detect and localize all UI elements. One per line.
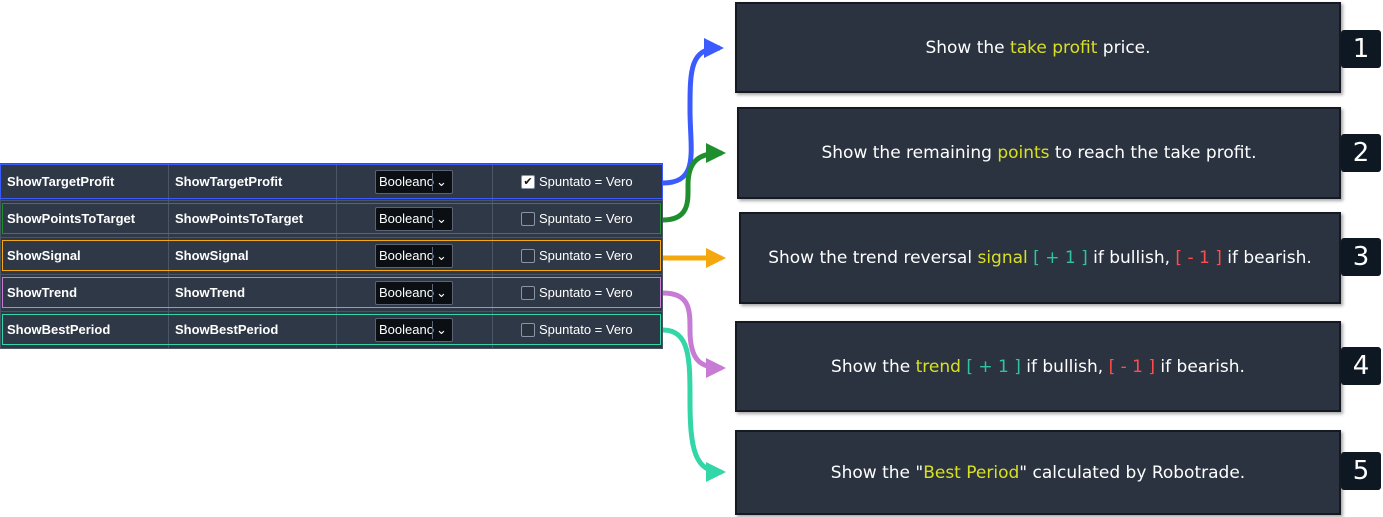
- highlighted-term: [ - 1 ]: [1175, 248, 1222, 268]
- row-divider: [0, 200, 663, 201]
- highlighted-term: [ + 1 ]: [966, 356, 1021, 377]
- type-select-value: Booleano: [379, 211, 434, 226]
- arrow-4: [662, 290, 726, 378]
- checkbox-label: Spuntato = Vero: [539, 285, 633, 300]
- description-text: Show the remaining points to reach the t…: [821, 143, 1256, 163]
- description-fragment: Show the remaining: [821, 143, 998, 163]
- table-row: ShowPointsToTarget ShowPointsToTarget: [0, 200, 663, 237]
- param-label: ShowBestPeriod: [175, 322, 279, 337]
- param-label: ShowTargetProfit: [175, 174, 283, 189]
- description-box: Show the remaining points to reach the t…: [737, 107, 1341, 199]
- type-select-value: Booleano: [379, 174, 434, 189]
- table-row: ShowSignal ShowSignal: [0, 237, 663, 274]
- description-fragment: price.: [1097, 37, 1151, 58]
- type-select-value: Booleano: [379, 248, 434, 263]
- highlighted-term: [ + 1 ]: [1033, 248, 1088, 268]
- value-checkbox[interactable]: ✔: [521, 175, 535, 189]
- type-select[interactable]: Booleano⌄: [375, 281, 453, 305]
- description-text: Show the trend reversal signal [ + 1 ] i…: [768, 248, 1312, 268]
- table-row: ShowBestPeriod ShowBestPeriod: [0, 311, 663, 348]
- checkbox-label: Spuntato = Vero: [539, 211, 633, 226]
- param-name: ShowPointsToTarget: [7, 211, 136, 226]
- type-select[interactable]: Booleano⌄: [375, 318, 453, 342]
- parameter-table: [0, 163, 663, 349]
- row-divider: [0, 274, 663, 275]
- highlighted-term: points: [997, 143, 1050, 163]
- param-name: ShowSignal: [7, 248, 81, 263]
- param-name: ShowTrend: [7, 285, 78, 300]
- description-fragment: if bullish,: [1087, 248, 1176, 268]
- arrow-2: [662, 143, 726, 223]
- step-number-badge: 1: [1341, 30, 1381, 68]
- step-number-badge: 3: [1341, 238, 1381, 276]
- arrow-5: [662, 327, 726, 482]
- chevron-down-icon[interactable]: ⌄: [432, 321, 450, 339]
- type-select[interactable]: Booleano⌄: [375, 207, 453, 231]
- type-select[interactable]: Booleano⌄: [375, 244, 453, 268]
- row-divider: [0, 237, 663, 238]
- type-select[interactable]: Booleano⌄: [375, 170, 453, 194]
- step-number-badge: 2: [1341, 134, 1381, 172]
- chevron-down-icon[interactable]: ⌄: [432, 210, 450, 228]
- description-box: Show the take profit price.: [735, 2, 1341, 93]
- row-divider: [0, 311, 663, 312]
- column-divider: [336, 163, 337, 349]
- param-label: ShowPointsToTarget: [175, 211, 304, 226]
- description-fragment: Show the ": [830, 462, 924, 483]
- description-text: Show the "Best Period" calculated by Rob…: [831, 463, 1245, 483]
- highlighted-term: trend: [915, 356, 961, 377]
- value-checkbox[interactable]: [521, 286, 535, 300]
- description-fragment: Show the trend reversal: [768, 248, 978, 268]
- param-label: ShowTrend: [175, 285, 246, 300]
- type-select-value: Booleano: [379, 322, 434, 337]
- step-number-badge: 4: [1341, 347, 1381, 385]
- highlighted-term: [ - 1 ]: [1108, 356, 1156, 377]
- highlighted-term: Best Period: [923, 462, 1020, 483]
- checkbox-label: Spuntato = Vero: [539, 174, 633, 189]
- description-fragment: to reach the take profit.: [1049, 143, 1257, 163]
- description-text: Show the trend [ + 1 ] if bullish, [ - 1…: [831, 357, 1245, 377]
- highlighted-term: signal: [977, 248, 1028, 268]
- description-fragment: Show the: [925, 37, 1011, 58]
- description-box: Show the trend [ + 1 ] if bullish, [ - 1…: [735, 321, 1341, 412]
- chevron-down-icon[interactable]: ⌄: [432, 247, 450, 265]
- checkbox-label: Spuntato = Vero: [539, 248, 633, 263]
- param-label: ShowSignal: [175, 248, 249, 263]
- description-box: Show the trend reversal signal [ + 1 ] i…: [739, 212, 1341, 304]
- description-fragment: Show the: [831, 356, 916, 377]
- table-row: ShowTargetProfit ShowTargetProfit: [0, 163, 663, 200]
- highlighted-term: take profit: [1010, 37, 1098, 58]
- description-fragment: if bearish.: [1155, 356, 1245, 377]
- step-number-badge: 5: [1341, 452, 1381, 490]
- description-fragment: if bearish.: [1221, 248, 1312, 268]
- value-checkbox[interactable]: [521, 212, 535, 226]
- column-divider: [492, 163, 493, 349]
- arrow-1: [662, 38, 724, 186]
- table-row: ShowTrend ShowTrend: [0, 274, 663, 311]
- chevron-down-icon[interactable]: ⌄: [432, 173, 450, 191]
- value-checkbox[interactable]: [521, 323, 535, 337]
- description-text: Show the take profit price.: [925, 38, 1150, 58]
- param-name: ShowBestPeriod: [7, 322, 111, 337]
- checkbox-label: Spuntato = Vero: [539, 322, 633, 337]
- value-checkbox[interactable]: [521, 249, 535, 263]
- description-fragment: " calculated by Robotrade.: [1019, 462, 1246, 483]
- checkmark-icon: ✔: [523, 175, 533, 188]
- description-fragment: if bullish,: [1020, 356, 1109, 377]
- param-name: ShowTargetProfit: [7, 174, 115, 189]
- column-divider: [168, 163, 169, 349]
- description-box: Show the "Best Period" calculated by Rob…: [735, 430, 1341, 515]
- chevron-down-icon[interactable]: ⌄: [432, 284, 450, 302]
- type-select-value: Booleano: [379, 285, 434, 300]
